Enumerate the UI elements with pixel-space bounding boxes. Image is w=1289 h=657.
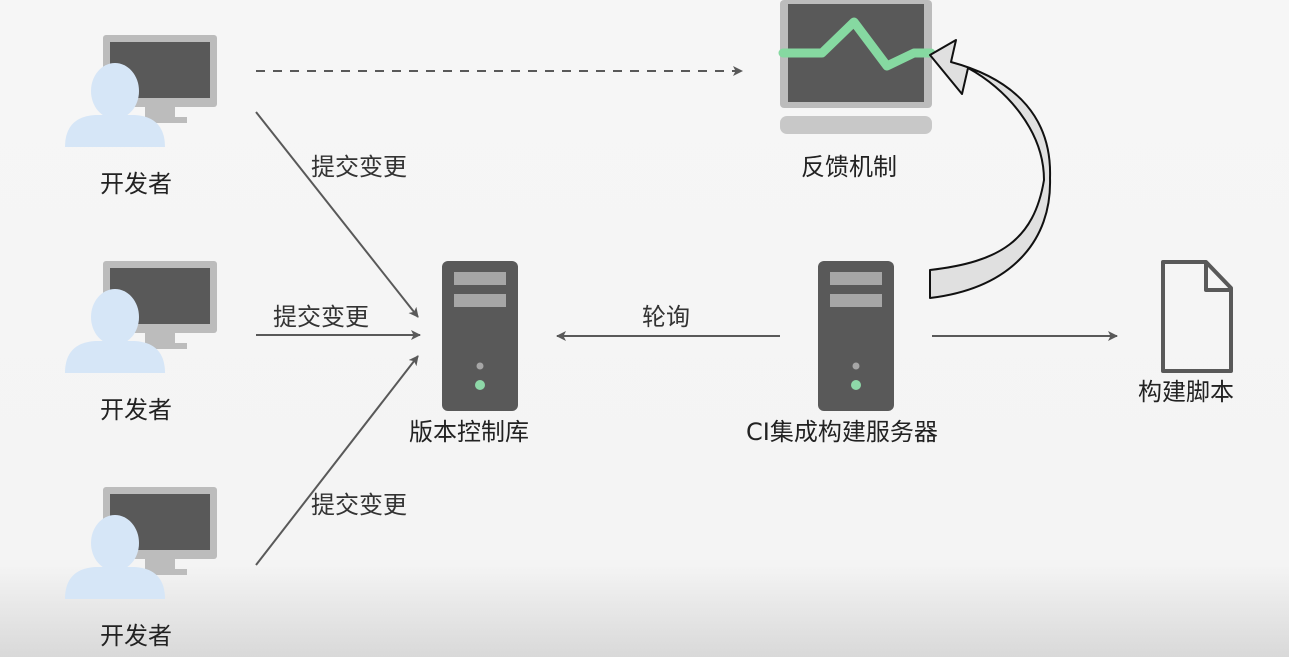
feedback-curved-arrow bbox=[929, 39, 1052, 299]
monitor-waveform-icon bbox=[778, 0, 936, 134]
developer-workstation-icon-1 bbox=[65, 35, 217, 147]
commit-label-top: 提交变更 bbox=[311, 153, 407, 181]
ci-server-label: CI集成构建服务器 bbox=[746, 418, 938, 446]
vcs-server-icon bbox=[442, 261, 518, 411]
vcs-label: 版本控制库 bbox=[409, 418, 529, 446]
developer-workstation-icon-2 bbox=[65, 261, 217, 373]
developer-label-1: 开发者 bbox=[100, 170, 172, 198]
commit-arrow-top bbox=[255, 111, 419, 318]
commit-label-bottom: 提交变更 bbox=[311, 491, 407, 519]
developer-label-2: 开发者 bbox=[100, 396, 172, 424]
document-icon bbox=[1161, 260, 1233, 373]
build-script-label: 构建脚本 bbox=[1138, 378, 1234, 406]
feedback-label: 反馈机制 bbox=[801, 153, 897, 181]
commit-arrow-bottom bbox=[255, 355, 419, 566]
commit-label-middle: 提交变更 bbox=[273, 303, 369, 331]
developer-label-3: 开发者 bbox=[100, 622, 172, 650]
developer-workstation-icon-3 bbox=[65, 487, 217, 599]
poll-label: 轮询 bbox=[642, 303, 690, 331]
ci-server-icon bbox=[818, 261, 894, 411]
